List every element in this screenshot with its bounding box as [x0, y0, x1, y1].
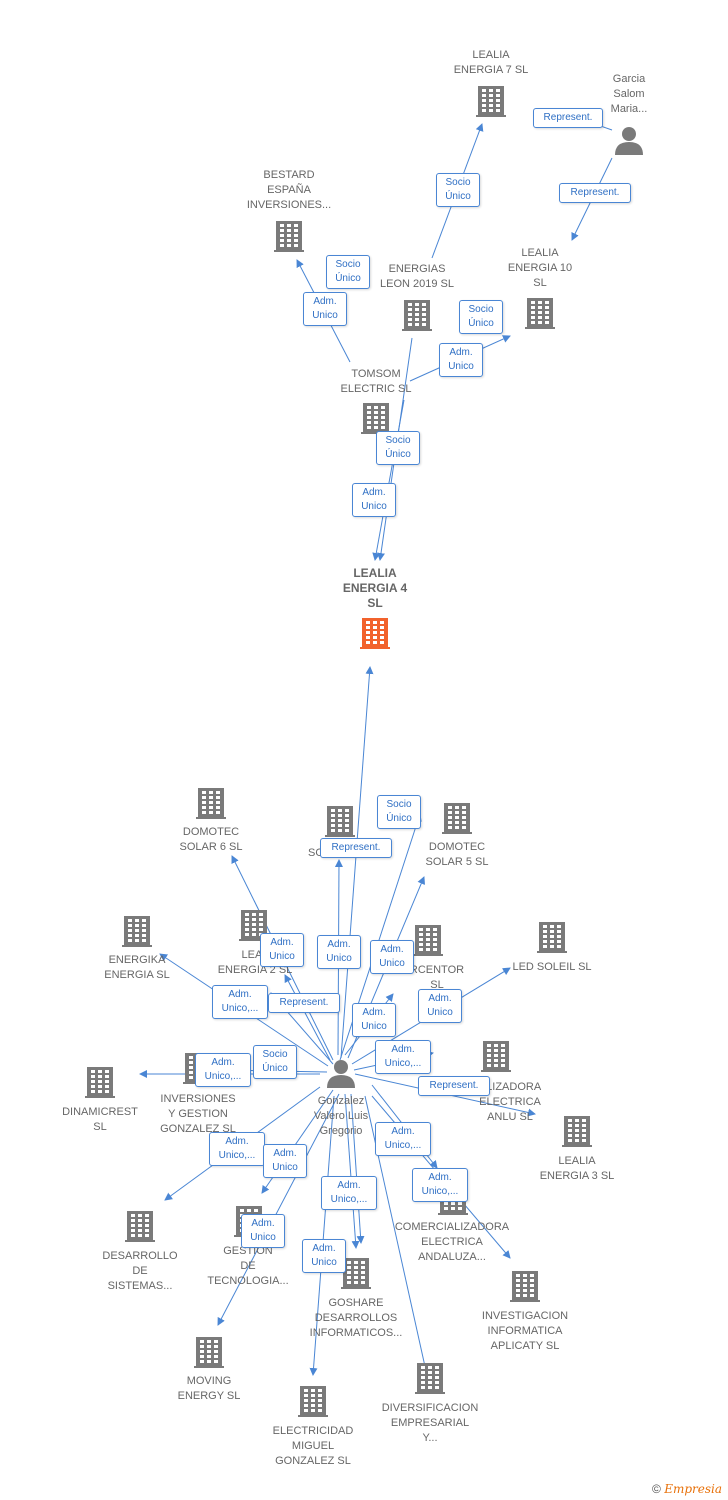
node-label-inversiones[interactable]: INVERSIONES Y GESTION GONZALEZ SL [160, 1093, 236, 1135]
node-label-gonzalez[interactable]: Gonzalez Valero Luis Gregorio [313, 1095, 369, 1137]
company-building-icon[interactable] [481, 1041, 511, 1072]
person-icon[interactable] [327, 1060, 355, 1088]
edge-line [372, 399, 405, 561]
node-label-desarrollo[interactable]: DESARROLLO DE SISTEMAS... [102, 1250, 178, 1292]
edge-label-tag[interactable]: Represent. [533, 108, 603, 128]
node-label-goshare[interactable]: GOSHARE DESARROLLOS INFORMATICOS... [309, 1297, 403, 1339]
node-label-so[interactable]: SO [308, 847, 324, 859]
node-label-electricidad[interactable]: ELECTRICIDAD MIGUEL GONZALEZ SL [272, 1425, 354, 1467]
node-label-rcentor[interactable]: RCENTOR SL [409, 964, 465, 991]
edge-label-tag[interactable]: Adm. Unico,... [209, 1132, 265, 1166]
company-building-icon[interactable] [442, 803, 472, 834]
edge-label-tag[interactable]: Adm. Unico [439, 343, 483, 377]
edge-line [340, 666, 374, 1059]
edge-label-tag[interactable]: Adm. Unico [260, 933, 304, 967]
edge-line [284, 974, 331, 1061]
edge-label-tag[interactable]: Adm. Unico,... [375, 1040, 431, 1074]
person-icon[interactable] [615, 127, 643, 155]
copyright-symbol: © [652, 1482, 661, 1496]
company-building-icon[interactable] [361, 403, 391, 434]
node-label-gestion[interactable]: GESTION DE TECNOLOGIA... [207, 1245, 289, 1287]
edge-label-tag[interactable]: Socio Único [326, 255, 370, 289]
company-building-icon[interactable] [274, 221, 304, 252]
node-label-investigacion[interactable]: INVESTIGACION INFORMATICA APLICATY SL [481, 1310, 569, 1352]
edge-label-tag[interactable]: Adm. Unico [352, 483, 396, 517]
edge-label-tag[interactable]: Adm. Unico [303, 292, 347, 326]
node-label-lealia4[interactable]: LEALIA ENERGIA 4 SL [342, 566, 408, 610]
node-label-anlu[interactable]: ALIZADORA ELECTRICA ANLU SL [478, 1081, 542, 1123]
company-building-icon[interactable] [402, 300, 432, 331]
edge-line [344, 1093, 360, 1249]
node-label-lealia7[interactable]: LEALIA ENERGIA 7 SL [453, 49, 529, 76]
edge-label-tag[interactable]: Adm. Unico,... [321, 1176, 377, 1210]
company-building-icon[interactable] [125, 1211, 155, 1242]
edge-label-tag[interactable]: Adm. Unico [241, 1214, 285, 1248]
brand-name: Empresia [664, 1482, 722, 1496]
edge-label-tag[interactable]: Socio Único [377, 795, 421, 829]
node-label-lealia10[interactable]: LEALIA ENERGIA 10 SL [507, 247, 573, 289]
node-label-bestard[interactable]: BESTARD ESPAÑA INVERSIONES... [246, 169, 332, 211]
node-label-ledsoleil[interactable]: LED SOLEIL SL [512, 961, 592, 973]
company-building-icon[interactable] [194, 1337, 224, 1368]
node-label-lealia3[interactable]: LEALIA ENERGIA 3 SL [539, 1155, 615, 1182]
node-label-domotec5[interactable]: DOMOTEC SOLAR 5 SL [425, 841, 489, 868]
node-label-lealia2[interactable]: LEAL ENERGIA 2 SL [217, 949, 293, 976]
edge-label-tag[interactable]: Adm. Unico [352, 1003, 396, 1037]
edge-label-tag[interactable]: Socio Único [376, 431, 420, 465]
company-building-icon[interactable] [298, 1386, 328, 1417]
company-building-icon[interactable] [510, 1271, 540, 1302]
edge-label-tag[interactable]: Adm. Unico,... [212, 985, 268, 1019]
edge-label-tag[interactable]: Adm. Unico [418, 989, 462, 1023]
edge-label-tag[interactable]: Adm. Unico,... [375, 1122, 431, 1156]
edge-label-tag[interactable]: Adm. Unico [302, 1239, 346, 1273]
edge-line [217, 1093, 340, 1326]
company-building-icon[interactable] [537, 922, 567, 953]
footer-brand: © Empresia [652, 1482, 722, 1496]
edge-line [309, 1095, 335, 1376]
edge-label-tag[interactable]: Represent. [418, 1076, 490, 1096]
company-building-icon[interactable] [476, 86, 506, 117]
edge-label-tag[interactable]: Adm. Unico [317, 935, 361, 969]
node-label-moving[interactable]: MOVING ENERGY SL [177, 1375, 241, 1402]
node-label-energika[interactable]: ENERGIKA ENERGIA SL [104, 954, 170, 981]
node-label-dinamicrest[interactable]: DINAMICREST SL [62, 1106, 138, 1133]
edge-label-tag[interactable]: Represent. [559, 183, 631, 203]
company-building-icon[interactable] [325, 806, 355, 837]
edge-label-tag[interactable]: Adm. Unico,... [195, 1053, 251, 1087]
node-label-domotec6[interactable]: DOMOTEC SOLAR 6 SL [179, 826, 243, 853]
edge-label-tag[interactable]: Adm. Unico,... [412, 1168, 468, 1202]
edge-label-tag[interactable]: Adm. Unico [370, 940, 414, 974]
company-building-icon[interactable] [122, 916, 152, 947]
edge-label-tag[interactable]: Adm. Unico [263, 1144, 307, 1178]
edge-line [350, 1093, 365, 1244]
company-building-icon[interactable] [196, 788, 226, 819]
node-label-garcia[interactable]: Garcia Salom Maria... [610, 73, 648, 115]
edge-label-tag[interactable]: Socio Único [436, 173, 480, 207]
node-label-comercializadora[interactable]: COMERCIALIZADORA ELECTRICA ANDALUZA... [394, 1221, 510, 1263]
company-building-icon[interactable] [413, 925, 443, 956]
company-building-icon[interactable] [85, 1067, 115, 1098]
company-building-icon[interactable] [525, 298, 555, 329]
company-building-icon[interactable] [562, 1116, 592, 1147]
edge-label-tag[interactable]: Socio Único [253, 1045, 297, 1079]
edge-label-tag[interactable]: Represent. [320, 838, 392, 858]
company-building-icon[interactable] [341, 1258, 371, 1289]
focus-company-icon[interactable] [360, 618, 390, 649]
edge-label-tag[interactable]: Socio Único [459, 300, 503, 334]
edge-label-tag[interactable]: Represent. [268, 993, 340, 1013]
node-label-energias[interactable]: ENERGIAS LEON 2019 SL [380, 263, 454, 290]
node-label-diversificacion[interactable]: DIVERSIFICACION EMPRESARIAL Y... [381, 1402, 479, 1444]
node-label-tomsom[interactable]: TOMSOM ELECTRIC SL [340, 368, 412, 395]
company-building-icon[interactable] [415, 1363, 445, 1394]
